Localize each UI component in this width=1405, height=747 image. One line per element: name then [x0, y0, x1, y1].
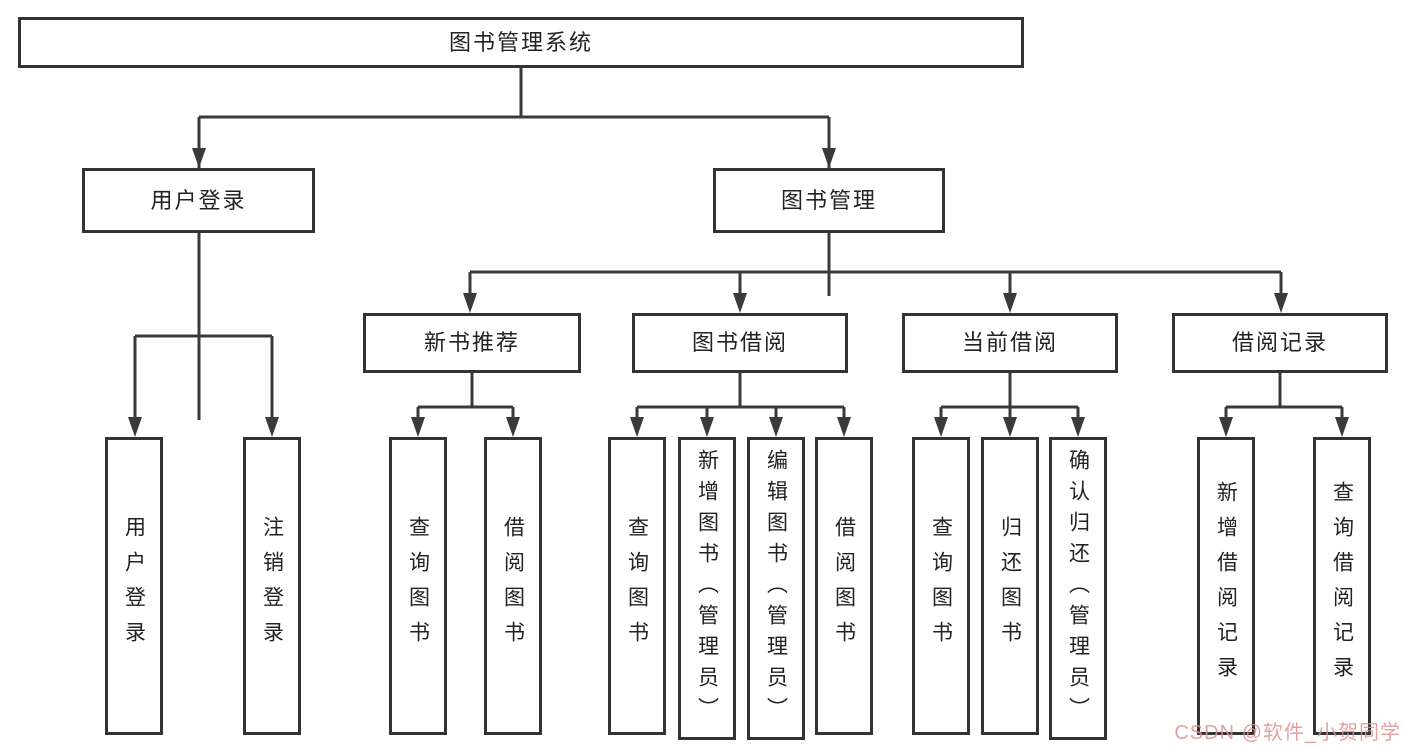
leaf-label: 查询借阅记录 [1330, 481, 1354, 691]
leaf-query-books-3: 查询图书 [912, 437, 970, 735]
leaf-label: 用户登录 [122, 516, 146, 656]
csdn-watermark: CSDN @软件_小贺同学 [1174, 722, 1401, 744]
arrowhead [630, 417, 644, 437]
leaf-label: 确认归还（管理员） [1066, 449, 1090, 728]
leaf-borrow-books-1: 借阅图书 [484, 437, 542, 735]
arrowhead [934, 417, 948, 437]
connector-book-management [468, 233, 1283, 295]
arrowhead [822, 148, 836, 168]
arrowhead [769, 417, 783, 437]
connector-root-branches [197, 117, 831, 150]
node-borrow-records: 借阅记录 [1172, 313, 1388, 373]
connector-current-borrow [939, 373, 1080, 419]
leaf-borrow-books-2: 借阅图书 [815, 437, 873, 735]
arrowhead [1071, 417, 1085, 437]
arrowhead [837, 417, 851, 437]
leaf-user-login: 用户登录 [105, 437, 163, 735]
arrowhead [128, 417, 142, 437]
connector-borrow-records [1224, 373, 1344, 419]
leaf-label: 注销登录 [260, 516, 284, 656]
leaf-logout: 注销登录 [243, 437, 301, 735]
connector-book-borrow [635, 373, 846, 419]
node-user-login: 用户登录 [82, 168, 315, 233]
leaf-query-books-1: 查询图书 [389, 437, 447, 735]
arrowhead [1335, 417, 1349, 437]
arrowhead [463, 293, 477, 313]
arrowhead [1003, 293, 1017, 313]
leaf-label: 查询图书 [929, 516, 953, 656]
leaf-query-books-2: 查询图书 [608, 437, 666, 735]
node-library-management-system: 图书管理系统 [18, 17, 1024, 68]
arrowhead [1003, 417, 1017, 437]
leaf-add-borrow-record: 新增借阅记录 [1197, 437, 1255, 735]
leaf-edit-books-admin: 编辑图书（管理员） [747, 437, 805, 740]
arrowhead [733, 293, 747, 313]
node-current-borrowing: 当前借阅 [902, 313, 1118, 373]
leaf-label: 查询图书 [406, 516, 430, 656]
leaf-label: 新增借阅记录 [1214, 481, 1238, 691]
leaf-return-books: 归还图书 [981, 437, 1039, 735]
node-book-management: 图书管理 [713, 168, 945, 233]
leaf-add-books-admin: 新增图书（管理员） [678, 437, 736, 740]
node-book-borrowing: 图书借阅 [632, 313, 848, 373]
arrowhead [411, 417, 425, 437]
arrowhead [506, 417, 520, 437]
leaf-label: 借阅图书 [832, 516, 856, 656]
arrowhead [1219, 417, 1233, 437]
leaf-label: 新增图书（管理员） [695, 449, 719, 728]
connector-user-login [133, 233, 274, 419]
leaf-label: 借阅图书 [501, 516, 525, 656]
arrowhead [192, 148, 206, 168]
leaf-query-borrow-record: 查询借阅记录 [1313, 437, 1371, 735]
arrowhead [700, 417, 714, 437]
leaf-label: 查询图书 [625, 516, 649, 656]
arrowhead [1274, 293, 1288, 313]
connector-new-book-rec [416, 373, 515, 419]
leaf-label: 编辑图书（管理员） [764, 449, 788, 728]
leaf-confirm-return-admin: 确认归还（管理员） [1049, 437, 1107, 740]
arrowhead [265, 417, 279, 437]
leaf-label: 归还图书 [998, 516, 1022, 656]
node-new-book-recommendation: 新书推荐 [363, 313, 581, 373]
